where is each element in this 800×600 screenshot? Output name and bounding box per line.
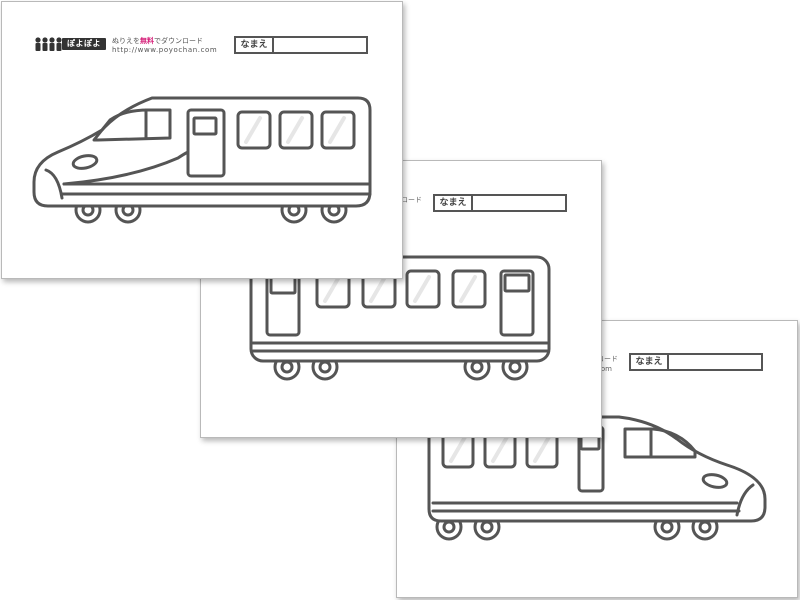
shinkansen-drawing bbox=[32, 96, 372, 224]
logo-text: ぽよぽよ bbox=[62, 38, 106, 50]
site-logo: ぽよぽよ bbox=[34, 36, 108, 54]
tagline-pre: ぬりえを bbox=[112, 37, 140, 45]
name-field[interactable]: なまえ bbox=[433, 194, 567, 212]
passenger-car-drawing bbox=[249, 255, 551, 381]
tagline-free: 無料 bbox=[140, 37, 154, 45]
kids-figures-icon bbox=[35, 37, 62, 51]
coloring-sheet-passenger-car[interactable]: ロード なまえ bbox=[200, 160, 602, 438]
download-text-partial: ロード bbox=[401, 196, 422, 204]
shinkansen-reverse-drawing bbox=[427, 415, 767, 541]
name-field[interactable]: なまえ bbox=[234, 36, 368, 54]
coloring-sheet-shinkansen[interactable]: ぽよぽよ ぬりえを無料でダウンロード http://www.poyochan.c… bbox=[1, 1, 403, 279]
name-label: なまえ bbox=[631, 355, 669, 369]
site-url[interactable]: http://www.poyochan.com bbox=[112, 46, 218, 54]
tagline-post: でダウンロード bbox=[154, 37, 203, 45]
name-field[interactable]: なまえ bbox=[629, 353, 763, 371]
url-text-partial: com bbox=[597, 365, 612, 373]
download-text-partial: ロード bbox=[597, 355, 618, 363]
name-label: なまえ bbox=[435, 196, 473, 210]
tagline: ぬりえを無料でダウンロード bbox=[112, 37, 203, 45]
name-label: なまえ bbox=[236, 38, 274, 52]
